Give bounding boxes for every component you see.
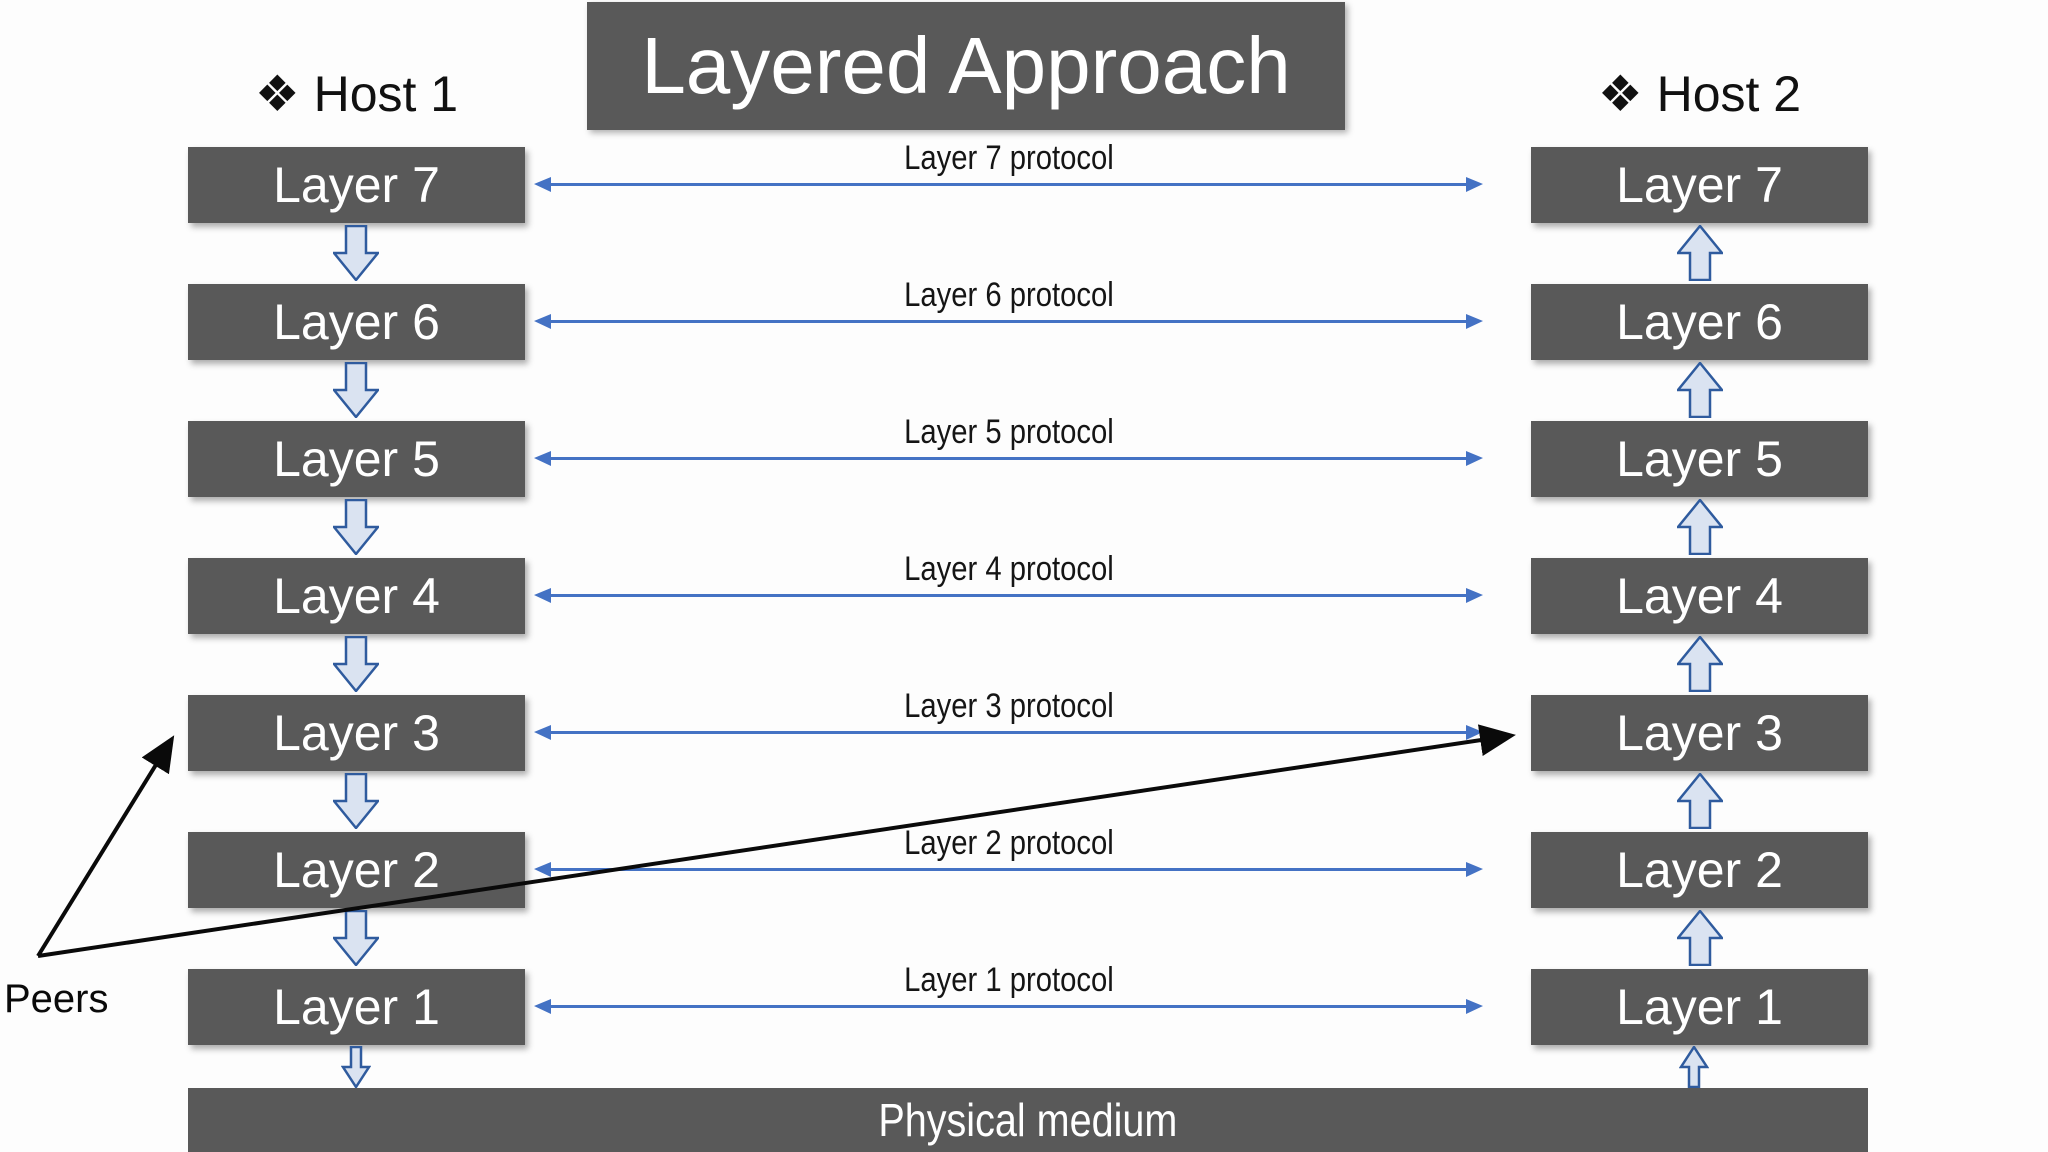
host2-layer-box-5: Layer 5 — [1531, 421, 1868, 497]
protocol-label-6: Layer 6 protocol — [903, 276, 1114, 314]
protocol-label-5: Layer 5 protocol — [903, 413, 1114, 451]
host2-layer-box-1: Layer 1 — [1531, 969, 1868, 1045]
page-title: Layered Approach — [587, 2, 1345, 130]
host1-layer-box-6: Layer 6 — [188, 284, 525, 360]
down-arrow-icon — [333, 773, 379, 829]
host1-layer-box-3: Layer 3 — [188, 695, 525, 771]
up-arrow-icon — [1677, 773, 1723, 829]
host1-layer-box-2: Layer 2 — [188, 832, 525, 908]
host-1-label: ❖ Host 1 — [254, 66, 459, 122]
protocol-label-3: Layer 3 protocol — [903, 687, 1114, 725]
down-arrow-icon — [341, 1046, 371, 1088]
host1-layer-box-5: Layer 5 — [188, 421, 525, 497]
host-2-label: ❖ Host 2 — [1597, 66, 1802, 122]
down-arrow-icon — [333, 499, 379, 555]
down-arrow-icon — [333, 362, 379, 418]
host2-layer-box-4: Layer 4 — [1531, 558, 1868, 634]
host2-layer-box-6: Layer 6 — [1531, 284, 1868, 360]
protocol-arrow-4 — [534, 588, 1483, 603]
host1-layer-box-7: Layer 7 — [188, 147, 525, 223]
peers-label: Peers — [4, 977, 109, 1021]
down-arrow-icon — [333, 910, 379, 966]
up-arrow-icon — [1677, 636, 1723, 692]
up-arrow-icon — [1677, 225, 1723, 281]
up-arrow-icon — [1677, 362, 1723, 418]
host1-layer-box-4: Layer 4 — [188, 558, 525, 634]
physical-medium-bar: Physical medium — [188, 1088, 1868, 1152]
protocol-arrow-5 — [534, 451, 1483, 466]
down-arrow-icon — [333, 636, 379, 692]
host2-layer-box-3: Layer 3 — [1531, 695, 1868, 771]
protocol-label-2: Layer 2 protocol — [903, 824, 1114, 862]
peers-arrow-to-host1-layer3 — [36, 735, 175, 958]
up-arrow-icon — [1677, 499, 1723, 555]
protocol-arrow-7 — [534, 177, 1483, 192]
protocol-arrow-1 — [534, 999, 1483, 1014]
up-arrow-icon — [1677, 910, 1723, 966]
protocol-arrow-6 — [534, 314, 1483, 329]
protocol-label-7: Layer 7 protocol — [903, 139, 1114, 177]
down-arrow-icon — [333, 225, 379, 281]
protocol-arrow-2 — [534, 862, 1483, 877]
host1-layer-box-1: Layer 1 — [188, 969, 525, 1045]
host2-layer-box-2: Layer 2 — [1531, 832, 1868, 908]
up-arrow-icon — [1679, 1046, 1709, 1088]
protocol-label-1: Layer 1 protocol — [903, 961, 1114, 999]
protocol-arrow-3 — [534, 725, 1483, 740]
host2-layer-box-7: Layer 7 — [1531, 147, 1868, 223]
protocol-label-4: Layer 4 protocol — [903, 550, 1114, 588]
